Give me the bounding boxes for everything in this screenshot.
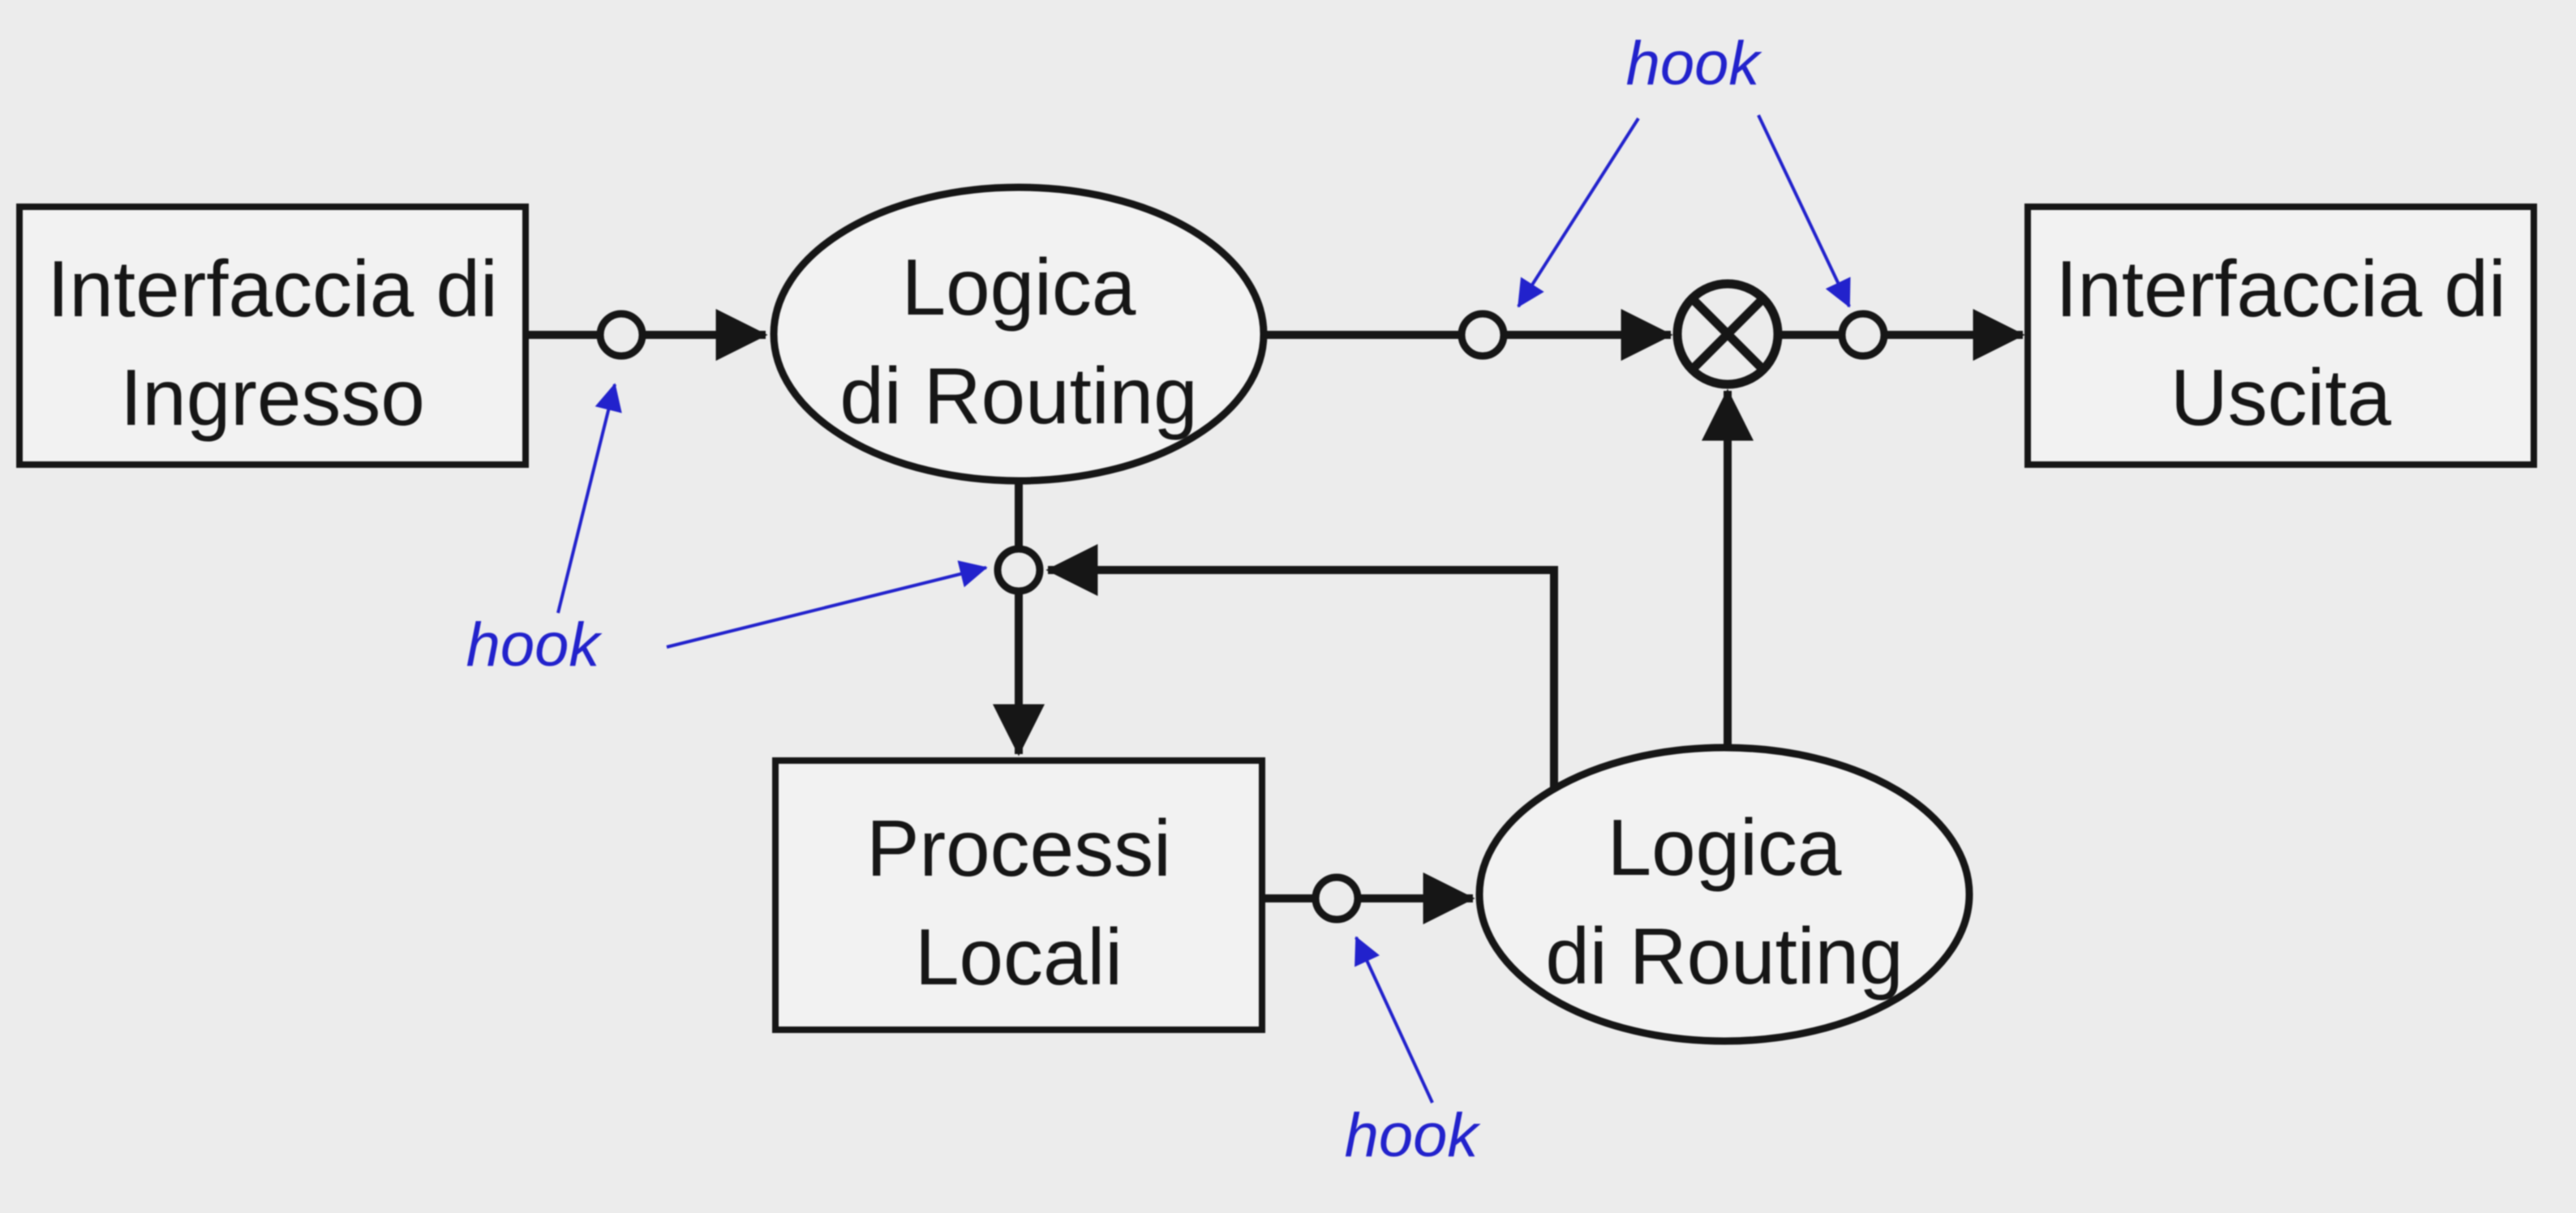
hook-annotation-top: hook <box>1517 29 1851 308</box>
local-processes-node: Processi Locali <box>772 757 1265 1033</box>
hook-arrow-top-to-c <box>1757 114 1851 308</box>
routing-logic-top-node: Logica di Routing <box>770 183 1268 485</box>
multiplexer-symbol <box>1672 279 1783 389</box>
output-interface-label-line2: Uscita <box>2170 353 2392 442</box>
hook-arrow-bottom-to-e <box>1355 936 1434 1104</box>
hook-arrow-left-to-d <box>666 560 988 649</box>
local-processes-box <box>772 757 1265 1033</box>
hook-annotation-bottom: hook <box>1345 936 1482 1170</box>
hook-point-a <box>596 310 646 360</box>
routing-logic-top-label-line2: di Routing <box>839 351 1197 440</box>
input-interface-label-line2: Ingresso <box>120 353 425 442</box>
multiplexer-x-stroke-2 <box>1689 296 1766 372</box>
hook-point-d <box>994 545 1044 595</box>
local-processes-label-line2: Locali <box>915 912 1123 1001</box>
hook-label-left: hook <box>466 611 603 679</box>
hook-label-top: hook <box>1626 29 1763 98</box>
hook-annotation-left: hook <box>466 383 988 679</box>
routing-logic-bottom-label-line2: di Routing <box>1545 911 1903 1001</box>
edge-feedback-to-hook-d <box>1045 544 1558 790</box>
routing-logic-top-label-line1: Logica <box>902 242 1136 332</box>
output-interface-node: Interfaccia di Uscita <box>2024 204 2537 468</box>
hook-point-e <box>1312 873 1362 924</box>
input-interface-label-line1: Interfaccia di <box>47 244 498 333</box>
routing-logic-bottom-node: Logica di Routing <box>1475 744 1973 1045</box>
local-processes-label-line1: Processi <box>866 804 1171 893</box>
hook-point-c <box>1838 310 1888 360</box>
output-interface-label-line1: Interfaccia di <box>2055 244 2506 333</box>
hook-arrow-top-to-b <box>1517 117 1640 308</box>
routing-logic-bottom-ellipse <box>1475 744 1973 1045</box>
output-interface-box <box>2024 204 2537 468</box>
routing-logic-bottom-label-line1: Logica <box>1608 803 1842 892</box>
input-interface-node: Interfaccia di Ingresso <box>16 204 529 468</box>
routing-logic-top-ellipse <box>770 183 1268 485</box>
hook-arrow-left-to-a <box>556 383 622 614</box>
input-interface-box <box>16 204 529 468</box>
hook-label-bottom: hook <box>1345 1101 1482 1170</box>
hook-point-b <box>1458 310 1508 360</box>
